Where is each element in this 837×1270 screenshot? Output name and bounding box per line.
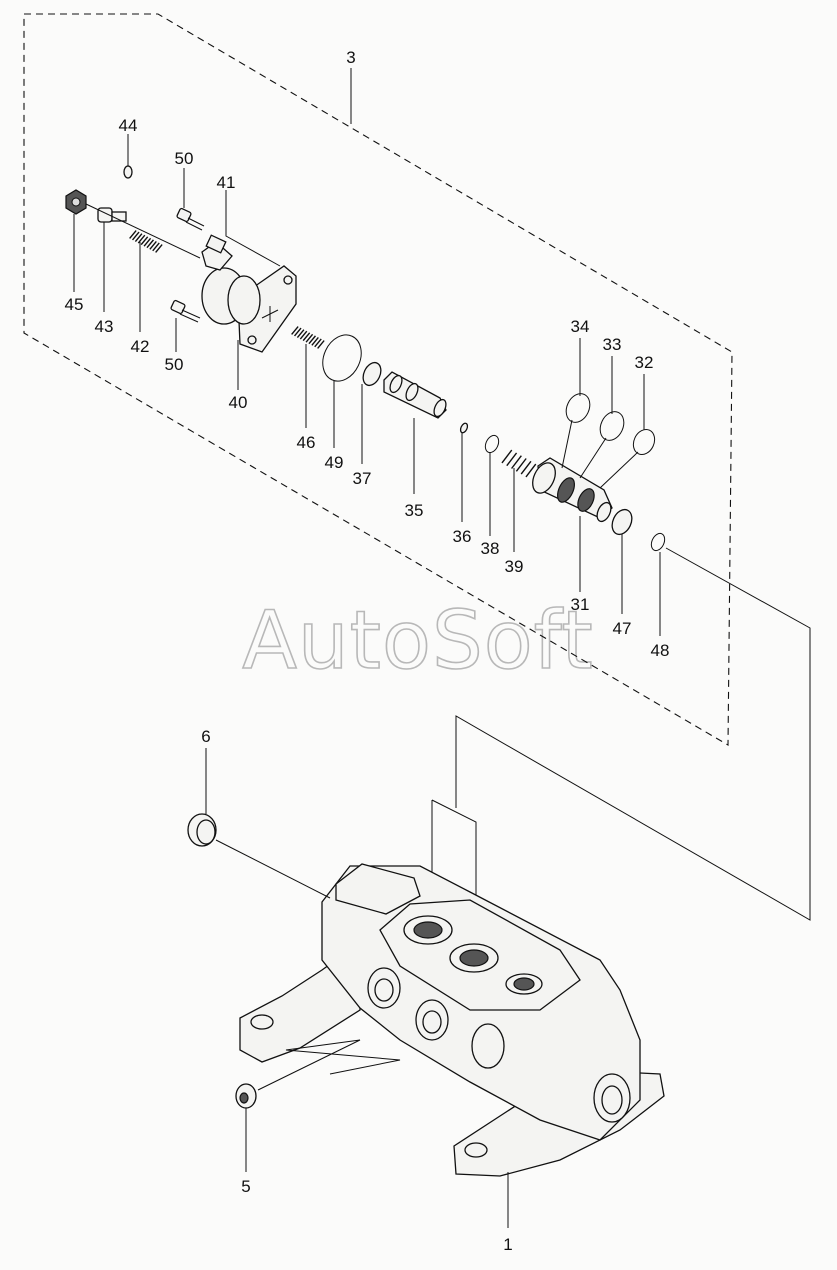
spring-coil bbox=[140, 236, 149, 246]
solenoid-flange bbox=[237, 265, 297, 353]
top-plate bbox=[335, 863, 421, 915]
plug-5 bbox=[235, 1083, 257, 1109]
spring-coil bbox=[143, 237, 152, 247]
label-46: 46 bbox=[297, 433, 316, 452]
spring-coil bbox=[299, 330, 308, 340]
subassembly-boundary bbox=[23, 13, 733, 746]
flange-hole bbox=[247, 335, 257, 345]
label-6: 6 bbox=[201, 727, 210, 746]
label-33: 33 bbox=[603, 335, 622, 354]
o-ring-32 bbox=[632, 428, 656, 456]
pin-36 bbox=[459, 422, 469, 434]
label-5: 5 bbox=[241, 1177, 250, 1196]
label-1: 1 bbox=[503, 1235, 512, 1254]
bolt-50-upper bbox=[176, 207, 205, 231]
spring-42 bbox=[129, 230, 163, 253]
label-31: 31 bbox=[571, 595, 590, 614]
spring-coil bbox=[317, 340, 325, 349]
label-32: 32 bbox=[635, 353, 654, 372]
label-37: 37 bbox=[353, 469, 372, 488]
o-ring-49 bbox=[322, 334, 362, 382]
leader-6-assembly bbox=[215, 839, 331, 899]
spring-coil bbox=[134, 233, 143, 242]
o-ring-34 bbox=[565, 393, 591, 423]
plug-6 bbox=[187, 813, 217, 847]
spring-coil bbox=[129, 230, 137, 239]
washer-47 bbox=[611, 508, 633, 536]
label-42: 42 bbox=[131, 337, 150, 356]
sleeve-31 bbox=[532, 457, 613, 523]
label-3: 3 bbox=[346, 48, 355, 67]
solenoid-assembly bbox=[201, 234, 297, 353]
spring-coil bbox=[305, 333, 314, 343]
spring-coil bbox=[296, 329, 305, 338]
leader-33 bbox=[579, 437, 607, 479]
label-50: 50 bbox=[175, 149, 194, 168]
valve-body-1 bbox=[239, 863, 665, 1177]
label-47: 47 bbox=[613, 619, 632, 638]
spring-coil bbox=[137, 234, 146, 244]
spring-coil bbox=[506, 452, 518, 467]
spring-coil bbox=[302, 332, 311, 342]
adjust-screw-43 bbox=[97, 207, 127, 223]
spring-coil bbox=[152, 242, 160, 252]
ball-44 bbox=[123, 165, 133, 179]
spring-coil bbox=[293, 327, 302, 337]
assembly-axis bbox=[85, 203, 201, 259]
spring-39 bbox=[501, 449, 537, 478]
spring-coil bbox=[291, 326, 299, 335]
connector-tab bbox=[205, 234, 227, 254]
label-50: 50 bbox=[165, 355, 184, 374]
label-49: 49 bbox=[325, 453, 344, 472]
spring-coil bbox=[515, 458, 527, 472]
assembly-line-to-body bbox=[455, 547, 811, 921]
leader-41 bbox=[225, 190, 281, 267]
side-port-3 bbox=[471, 1023, 505, 1069]
spring-coil bbox=[525, 463, 537, 478]
bolt-50-lower bbox=[170, 299, 201, 323]
snap-ring-48 bbox=[650, 532, 666, 552]
label-41: 41 bbox=[217, 173, 236, 192]
spring-coil bbox=[511, 455, 522, 469]
solenoid-coil-ring bbox=[227, 275, 261, 325]
spring-coil bbox=[155, 244, 163, 253]
washer-37 bbox=[362, 361, 382, 387]
spring-coil bbox=[149, 240, 157, 250]
spring-coil bbox=[314, 338, 322, 348]
o-ring-33 bbox=[599, 411, 625, 441]
snap-ring-38 bbox=[484, 434, 500, 454]
label-38: 38 bbox=[481, 539, 500, 558]
watermark-text: AutoSoft bbox=[242, 594, 594, 687]
label-35: 35 bbox=[405, 501, 424, 520]
spring-coil bbox=[146, 239, 155, 249]
label-45: 45 bbox=[65, 295, 84, 314]
label-34: 34 bbox=[571, 317, 590, 336]
leader-32 bbox=[599, 451, 639, 489]
label-48: 48 bbox=[651, 641, 670, 660]
label-40: 40 bbox=[229, 393, 248, 412]
spring-coil bbox=[308, 335, 317, 345]
label-39: 39 bbox=[505, 557, 524, 576]
label-36: 36 bbox=[453, 527, 472, 546]
leader-34 bbox=[561, 419, 573, 469]
label-44: 44 bbox=[119, 116, 138, 135]
spring-coil bbox=[501, 449, 513, 464]
spring-coil bbox=[520, 460, 532, 475]
leader-5-assembly bbox=[257, 1039, 401, 1091]
spring-coil bbox=[131, 231, 140, 241]
spring-46 bbox=[291, 326, 325, 349]
right-mount-hole bbox=[464, 1142, 488, 1158]
label-43: 43 bbox=[95, 317, 114, 336]
spool-35 bbox=[383, 371, 447, 419]
left-mount-hole bbox=[250, 1014, 274, 1030]
flange-hole bbox=[283, 275, 293, 285]
spring-coil bbox=[311, 336, 319, 346]
